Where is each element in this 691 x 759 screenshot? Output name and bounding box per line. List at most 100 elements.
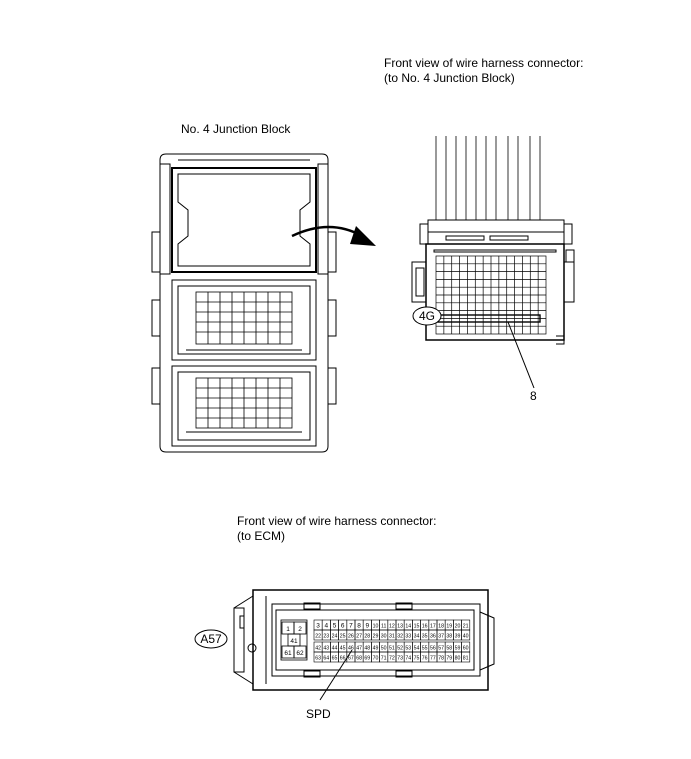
ecm-pin-label: 38 <box>446 634 452 640</box>
ecm-pin-label: 75 <box>414 656 420 662</box>
ecm-pin-label: 81 <box>463 656 469 662</box>
jb-connector-code-badge <box>412 306 442 326</box>
ecm-pin-label: 40 <box>463 634 469 640</box>
ecm-pin-label: 29 <box>373 634 379 640</box>
jb-pin-callout: 8 <box>530 389 537 403</box>
ecm-pin-label: 27 <box>356 634 362 640</box>
ecm-pin-label: 16 <box>422 624 428 630</box>
jb-harness-wires <box>435 136 541 220</box>
ecm-pin-label: 7 <box>349 623 353 630</box>
ecm-pin-label: 24 <box>332 634 338 640</box>
ecm-left-pin-labels: 1 241 61 62 <box>284 626 304 657</box>
ecm-pin-label: 48 <box>364 646 370 652</box>
ecm-pin-label: 52 <box>397 646 403 652</box>
ecm-pin-label: 12 <box>389 624 395 630</box>
ecm-pin-label: 10 <box>373 624 379 630</box>
ecm-pin-label: 68 <box>356 656 362 662</box>
ecm-pin-label: 30 <box>381 634 387 640</box>
ecm-pin-label: 46 <box>348 646 354 652</box>
ecm-pin-label: 65 <box>332 656 338 662</box>
ecm-pin-label: 6 <box>341 623 345 630</box>
ecm-pin-label: 67 <box>348 656 354 662</box>
junction-block-drawing <box>151 153 337 453</box>
ecm-pin-label: 56 <box>430 646 436 652</box>
ecm-pin-label: 26 <box>348 634 354 640</box>
ecm-pin-label: 2 <box>298 626 302 633</box>
ecm-pin-label: 78 <box>438 656 444 662</box>
ecm-pin-label: 60 <box>463 646 469 652</box>
ecm-pin-label: 54 <box>414 646 420 652</box>
ecm-pin-label: 22 <box>315 634 321 640</box>
junction-block-cavities-lower <box>195 377 293 429</box>
ecm-pin-label: 45 <box>340 646 346 652</box>
jb-harness-pin-grid <box>435 255 547 335</box>
ecm-pin-label: 59 <box>455 646 461 652</box>
ecm-signal-label: SPD <box>306 707 331 721</box>
ecm-pin-label: 73 <box>397 656 403 662</box>
ecm-pin-label: 33 <box>405 634 411 640</box>
ecm-pin-label: 69 <box>364 656 370 662</box>
jb-connector-code: 4G <box>419 309 435 323</box>
ecm-pin-label: 43 <box>323 646 329 652</box>
ecm-pin-label: 21 <box>463 624 469 630</box>
junction-block-cavities-upper <box>195 291 293 345</box>
ecm-pin-label: 79 <box>446 656 452 662</box>
ecm-pin-label: 62 <box>296 650 304 657</box>
ecm-pin-label: 72 <box>389 656 395 662</box>
ecm-pin-label: 3 <box>316 623 320 630</box>
jb-header-line1: Front view of wire harness connector: <box>384 56 584 70</box>
ecm-pin-label: 64 <box>323 656 329 662</box>
ecm-pin-label: 77 <box>430 656 436 662</box>
ecm-pin-label: 49 <box>373 646 379 652</box>
ecm-pin-label: 15 <box>414 624 420 630</box>
ecm-connector-code: A57 <box>200 632 222 646</box>
ecm-pin-label: 76 <box>422 656 428 662</box>
ecm-pin-label: 34 <box>414 634 420 640</box>
ecm-pin-label: 44 <box>332 646 338 652</box>
ecm-left-pin-block <box>280 619 308 661</box>
ecm-pin-label: 53 <box>405 646 411 652</box>
ecm-pin-label: 71 <box>381 656 387 662</box>
ecm-pin-label: 66 <box>340 656 346 662</box>
ecm-pin-label: 4 <box>324 623 328 630</box>
ecm-pin-label: 28 <box>364 634 370 640</box>
ecm-pin-label: 14 <box>405 624 411 630</box>
ecm-pin-label: 61 <box>284 650 292 657</box>
ecm-pin-cell <box>461 629 471 641</box>
ecm-pin-label: 5 <box>333 623 337 630</box>
ecm-connector-code-badge <box>194 629 228 649</box>
ecm-pin-cell <box>461 651 471 663</box>
jb-title: No. 4 Junction Block <box>181 122 291 136</box>
ecm-pin-label: 35 <box>422 634 428 640</box>
ecm-header-line1: Front view of wire harness connector: <box>237 514 437 528</box>
ecm-pin-label: 70 <box>373 656 379 662</box>
ecm-pin-label: 18 <box>438 624 444 630</box>
ecm-header-line2: (to ECM) <box>237 529 285 543</box>
ecm-pin-label: 1 <box>286 626 290 633</box>
ecm-pin-label: 47 <box>356 646 362 652</box>
ecm-pin-label: 57 <box>438 646 444 652</box>
ecm-pin-label: 32 <box>397 634 403 640</box>
ecm-pin-label: 9 <box>365 623 369 630</box>
ecm-pin-label: 50 <box>381 646 387 652</box>
ecm-pin-label: 39 <box>455 634 461 640</box>
ecm-pin-label: 58 <box>446 646 452 652</box>
ecm-pin-label: 11 <box>381 624 386 630</box>
ecm-pin-label: 36 <box>430 634 436 640</box>
ecm-pin-label: 23 <box>323 634 329 640</box>
ecm-pin-label: 51 <box>389 646 395 652</box>
ecm-connector-body <box>233 589 495 691</box>
jb-header-line2: (to No. 4 Junction Block) <box>384 71 515 85</box>
ecm-pin-label: 25 <box>340 634 346 640</box>
ecm-pin-label: 41 <box>290 638 298 645</box>
ecm-pin-label: 55 <box>422 646 428 652</box>
ecm-pin-label: 8 <box>357 623 361 630</box>
ecm-pin-label: 42 <box>315 646 321 652</box>
ecm-pin-label: 74 <box>405 656 411 662</box>
jb-pin-callout-line <box>507 321 535 389</box>
ecm-pin-label: 17 <box>430 624 436 630</box>
ecm-signal-callout-line <box>319 649 353 701</box>
curved-arrow-icon <box>291 225 376 246</box>
